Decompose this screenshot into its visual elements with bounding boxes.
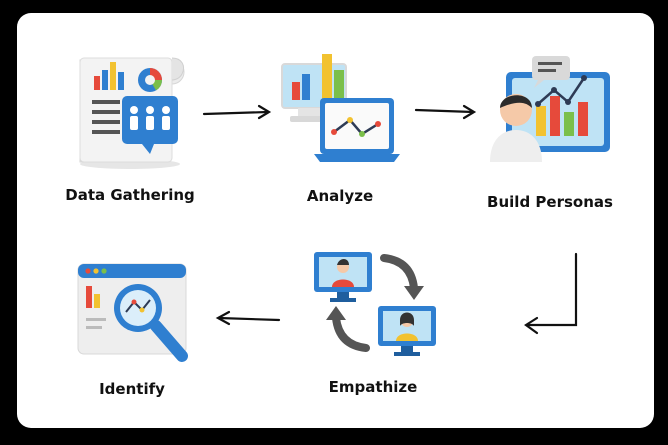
user-exchange-icon xyxy=(308,250,444,358)
step-label-build-personas: Build Personas xyxy=(487,193,613,211)
arrow-build-personas-to-empathize xyxy=(524,252,578,335)
magnifier-window-icon xyxy=(76,262,192,370)
report-document-icon xyxy=(72,50,187,170)
step-label-data-gathering: Data Gathering xyxy=(65,186,195,204)
arrow-empathize-to-identify xyxy=(215,310,281,326)
step-label-identify: Identify xyxy=(99,380,165,398)
persona-board-icon xyxy=(488,56,614,166)
arrow-analyze-to-build-personas xyxy=(414,104,477,120)
step-label-analyze: Analyze xyxy=(306,187,374,205)
analytics-monitor-icon xyxy=(280,52,400,167)
step-label-empathize: Empathize xyxy=(328,378,418,396)
arrow-data-gathering-to-analyze xyxy=(202,104,272,120)
